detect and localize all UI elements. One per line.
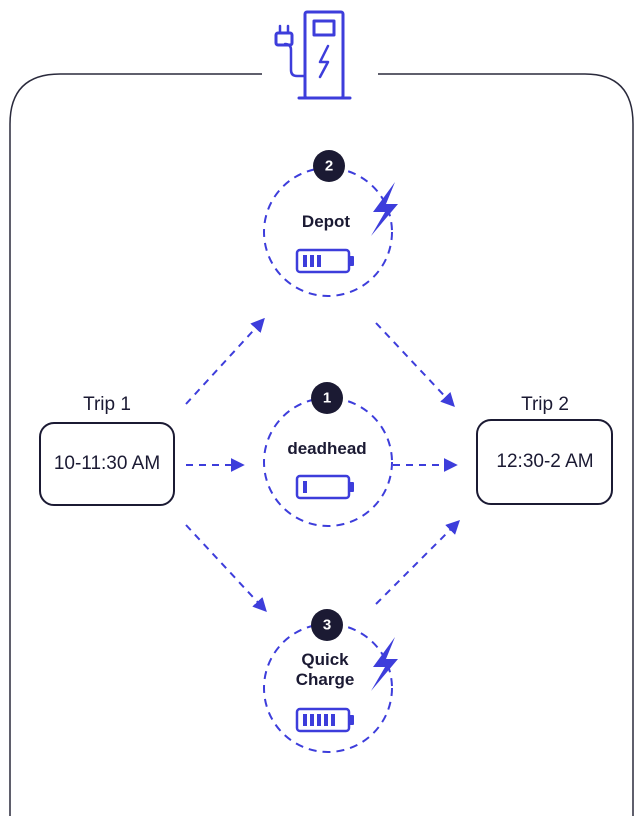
depot-option-circle [263,167,393,297]
depot-label: Depot [301,212,351,231]
diagram-frame [9,73,634,816]
quick-charge-battery-bar [324,714,328,726]
badge-2 [313,150,345,182]
trip-1-time: 10-11:30 AM [53,453,161,474]
badge-1-number: 1 [322,389,332,407]
quick-charge-lightning-bolt-icon [371,637,398,691]
deadhead-option-circle [263,397,393,527]
ev-charging-station-icon [274,10,352,100]
quick-charge-label: Quick Charge [296,650,355,690]
deadhead-battery-icon [295,474,354,500]
badge-2-number: 2 [324,157,334,175]
quick-charge-battery-bar [303,714,307,726]
arrow-trip1-to-quick-charge [185,524,267,613]
quick-charge-battery-bar [317,714,321,726]
badge-3-number: 3 [322,616,332,634]
depot-battery-bar [303,255,307,267]
trip-2-title: Trip 2 [521,394,569,415]
quick-charge-label-line-1: Quick [301,650,349,669]
arrow-trip1-to-depot [185,317,265,405]
quick-charge-battery-bar [310,714,314,726]
depot-battery-bar [317,255,321,267]
quick-charge-battery-icon [295,707,354,733]
depot-battery-bar [310,255,314,267]
deadhead-label: deadhead [287,439,367,458]
trip-1-title: Trip 1 [83,394,131,415]
quick-charge-label-line-2: Charge [295,670,355,689]
depot-battery-icon [295,248,354,274]
trip-2-box [476,419,613,505]
depot-lightning-bolt-icon [371,182,398,236]
badge-1 [311,382,343,414]
trip-2-time: 12:30-2 AM [496,451,594,472]
deadhead-battery-bar [303,481,307,493]
trip-1-box [39,422,175,506]
arrow-quick-charge-to-trip2 [375,520,460,605]
quick-charge-battery-bar [331,714,335,726]
arrow-depot-to-trip2 [375,322,455,408]
badge-3 [311,609,343,641]
